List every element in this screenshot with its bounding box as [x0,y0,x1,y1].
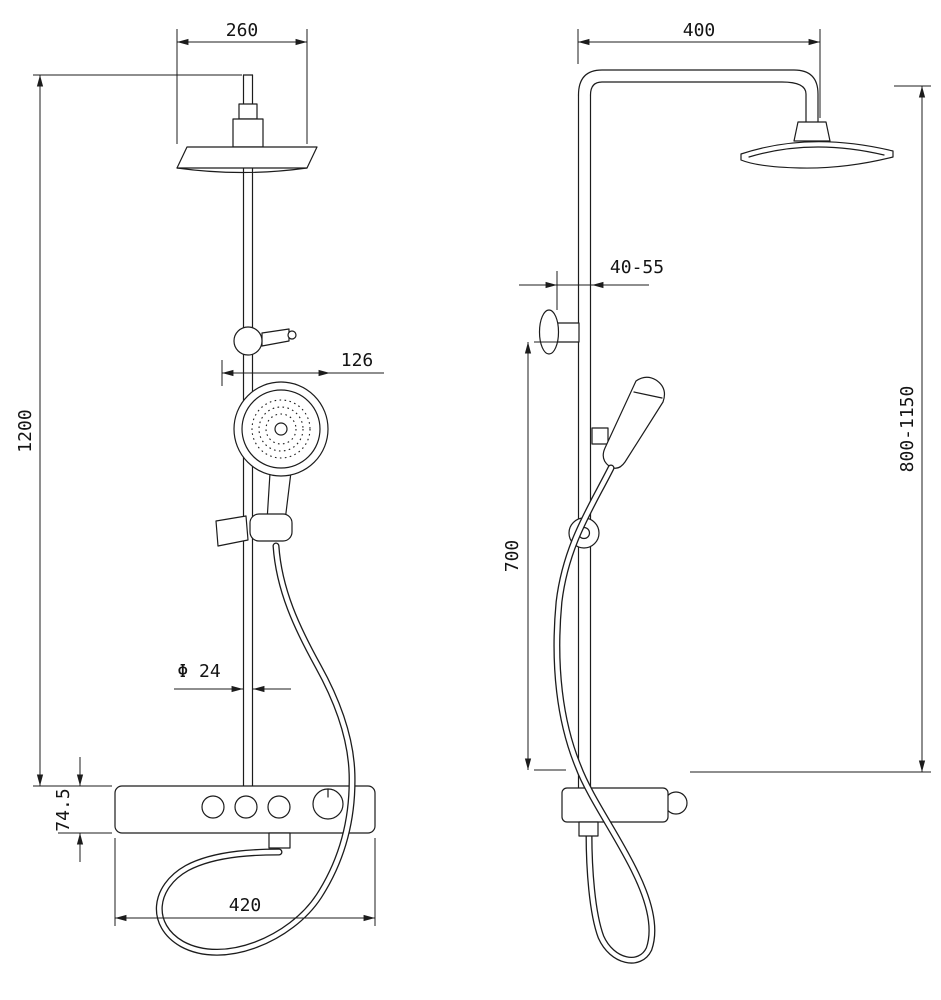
front-head-connector [232,103,264,148]
dim-wall-clearance: 40-55 [610,257,664,278]
side-riser-pipe [577,69,819,789]
side-wall-bracket [538,309,580,355]
front-view: 260 1200 126 Φ 24 74.5 420 [15,20,384,956]
side-shelf-panel [561,787,688,823]
dim-height-range: 800-1150 [897,386,918,473]
side-shower-hose [553,464,656,964]
front-hand-shower [233,381,329,522]
dim-shelf-width: 420 [229,895,262,916]
dim-slide-bar-height: 700 [502,540,523,573]
side-hand-shower [591,376,666,469]
front-slider-bracket [215,513,293,547]
dim-total-height: 1200 [15,409,36,452]
front-dimensions: 260 1200 126 Φ 24 74.5 420 [15,20,384,926]
dim-hand-shower-width: 126 [341,350,374,371]
side-dimensions: 400 40-55 800-1150 700 [502,20,931,773]
side-hose-outlet [578,821,599,837]
front-overhead-shower [176,146,318,174]
dim-arm-reach: 400 [683,20,716,41]
front-hose-outlet [268,832,291,849]
side-overhead-shower [740,121,894,169]
side-view: 400 40-55 800-1150 700 [502,20,931,964]
front-shelf-panel [114,785,376,834]
dim-head-width: 260 [226,20,259,41]
front-diverter-valve [233,326,297,356]
front-shower-hose [155,542,356,956]
dim-pipe-diameter: Φ 24 [177,661,220,682]
dim-shelf-height: 74.5 [53,788,74,831]
